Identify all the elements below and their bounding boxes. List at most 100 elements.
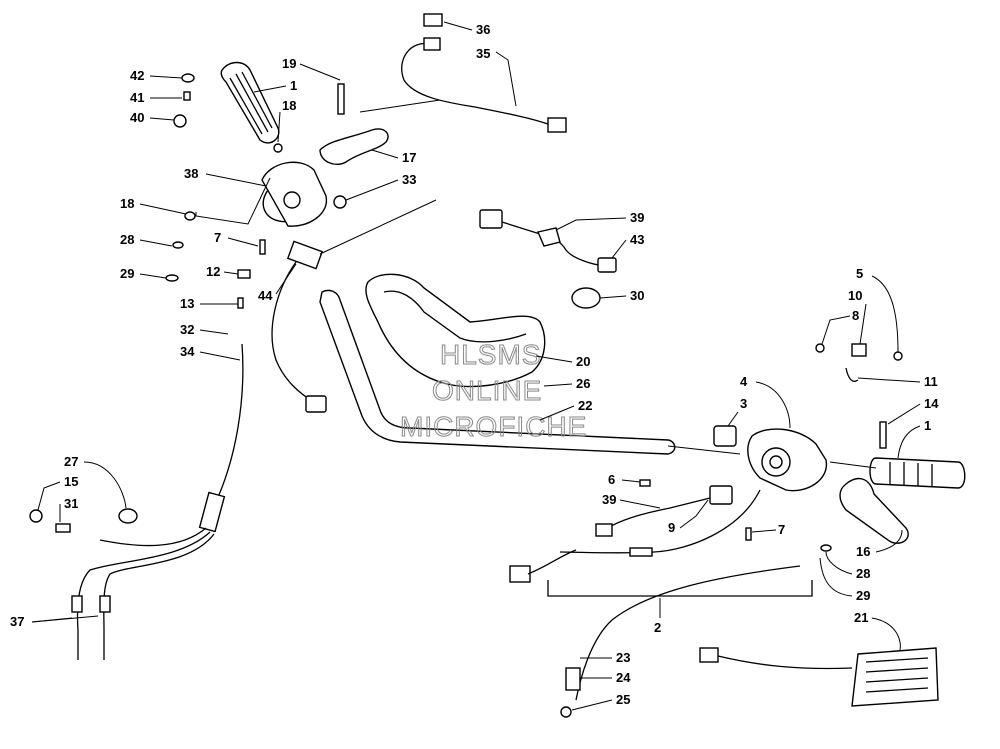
switch-wire (271, 261, 315, 403)
watermark-line-3: MICROFICHE (400, 411, 587, 442)
washer-28b (820, 544, 832, 552)
cable-34 (213, 343, 244, 507)
harness-connector-a (423, 37, 441, 51)
connector-39b (709, 485, 733, 505)
connector-9 (595, 523, 613, 537)
part-15 (29, 509, 43, 523)
left-grip (220, 61, 280, 144)
cable-end-25 (560, 706, 572, 718)
screw-13 (237, 297, 244, 309)
leader-group-left (195, 177, 271, 225)
callout-36: 36 (476, 22, 490, 37)
callout-44: 44 (258, 288, 273, 303)
callout-35: 35 (476, 46, 490, 61)
callout-42: 42 (130, 68, 144, 83)
callout-19: 19 (282, 56, 296, 71)
plate-12 (237, 269, 251, 279)
switch-44 (286, 240, 324, 270)
callout-1-left: 1 (290, 78, 297, 93)
callout-4: 4 (740, 374, 748, 389)
clamp-10 (851, 343, 867, 357)
callout-29-left: 29 (120, 266, 134, 281)
callout-34: 34 (180, 344, 195, 359)
heater-connector (699, 647, 719, 663)
handlebar-pad-inner (383, 290, 527, 343)
cap-42 (181, 73, 195, 83)
callout-40: 40 (130, 110, 144, 125)
spring-11 (845, 367, 859, 382)
callout-6: 6 (608, 472, 615, 487)
connector-43 (597, 257, 617, 273)
wire-harness-right (559, 489, 761, 554)
callout-43: 43 (630, 232, 644, 247)
callout-3: 3 (740, 396, 747, 411)
harness-connector-b (547, 117, 567, 133)
callout-30: 30 (630, 288, 644, 303)
heater-grid (865, 657, 929, 693)
callout-39-bottom: 39 (602, 492, 616, 507)
screw-6 (639, 479, 651, 487)
switch-connector (305, 395, 327, 413)
callout-25: 25 (616, 692, 630, 707)
cable-adjuster-24 (565, 667, 581, 691)
cable-junction (198, 491, 226, 533)
callout-41: 41 (130, 90, 144, 105)
callout-16: 16 (856, 544, 870, 559)
throttle-cable-2 (575, 565, 801, 701)
bracket-2 (547, 580, 813, 597)
callout-18-left: 18 (120, 196, 134, 211)
callout-32: 32 (180, 322, 194, 337)
washer-8 (815, 343, 825, 353)
right-control-housing (747, 428, 828, 492)
left-control-housing (261, 161, 328, 227)
callout-31: 31 (64, 496, 78, 511)
inline-fuse (629, 547, 653, 557)
callout-5: 5 (856, 266, 863, 281)
cable-37-lower2 (103, 533, 215, 660)
bracket-3 (713, 425, 737, 447)
callout-38: 38 (184, 166, 198, 181)
washer-18b (184, 211, 196, 221)
washer-40 (173, 114, 187, 128)
callout-14: 14 (924, 396, 939, 411)
washer-28a (172, 241, 184, 249)
leader-handlebar-housing (667, 445, 741, 455)
part-31 (55, 523, 71, 533)
callout-1-right: 1 (924, 418, 931, 433)
nut-29a (165, 274, 179, 282)
nut-33 (333, 195, 347, 209)
cable-end-b (99, 595, 111, 613)
watermark-line-1: HLSMS (440, 339, 541, 370)
grommet-39a (537, 227, 561, 247)
cable-37-lower (76, 531, 211, 660)
callout-20: 20 (576, 354, 590, 369)
clamp-30 (571, 287, 601, 309)
callout-10: 10 (848, 288, 862, 303)
right-grip (869, 457, 966, 489)
callout-23: 23 (616, 650, 630, 665)
screw-41 (183, 91, 191, 101)
callout-28-right: 28 (856, 566, 870, 581)
connector-right (509, 565, 531, 583)
cable-end-a (71, 595, 83, 613)
leader-group-top (359, 99, 441, 113)
callout-17: 17 (402, 150, 416, 165)
screw-5 (893, 351, 903, 361)
handlebar (319, 289, 676, 455)
label-36 (423, 13, 443, 27)
callout-27: 27 (64, 454, 78, 469)
callout-8: 8 (852, 308, 859, 323)
part-27 (118, 508, 138, 524)
callout-2: 2 (654, 620, 661, 635)
left-lever (319, 128, 389, 166)
connector-39a (479, 209, 503, 229)
callout-39-top: 39 (630, 210, 644, 225)
callout-21: 21 (854, 610, 868, 625)
screw-7b (745, 527, 752, 541)
callout-29-right: 29 (856, 588, 870, 603)
callouts: 42 41 40 1 19 18 36 35 17 38 33 18 7 28 … (10, 21, 939, 711)
harness-35 (401, 42, 549, 125)
callout-33: 33 (402, 172, 416, 187)
